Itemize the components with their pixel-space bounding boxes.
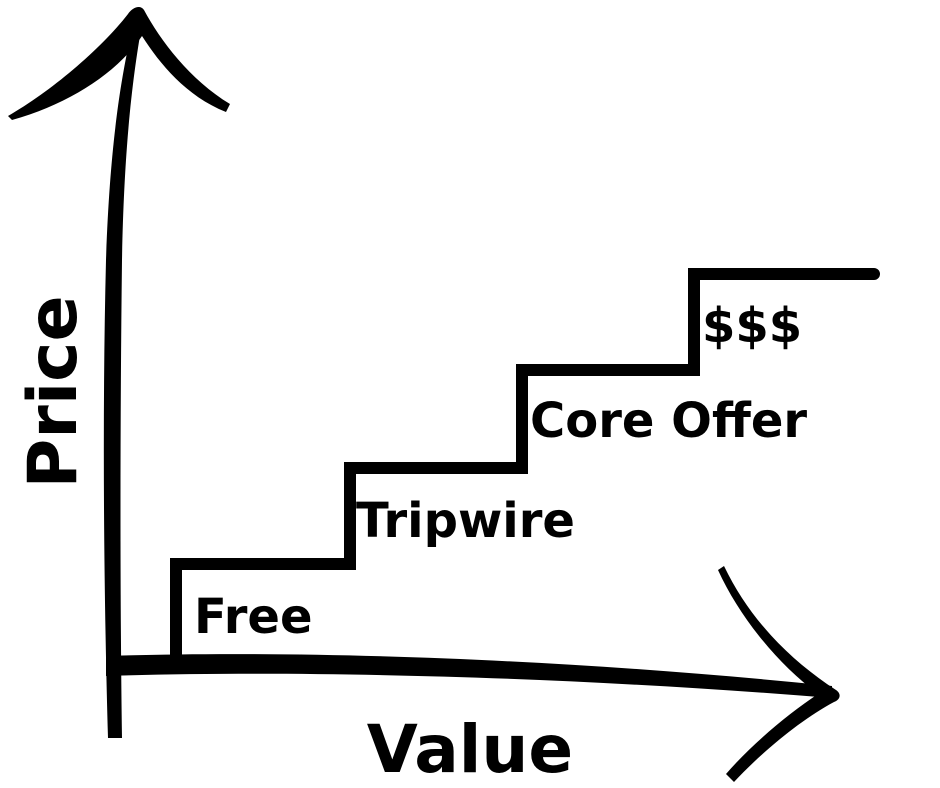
step-label-free: Free	[194, 589, 313, 645]
x-axis-arrowhead	[718, 566, 840, 782]
y-axis-line	[103, 22, 142, 738]
step-label-premium: $$$	[702, 298, 802, 354]
value-ladder-staircase	[170, 268, 880, 664]
y-axis-label: Price	[14, 295, 93, 488]
x-axis-label: Value	[367, 711, 573, 788]
y-axis-arrowhead	[8, 7, 230, 120]
step-label-tripwire: Tripwire	[356, 493, 575, 549]
step-label-core-offer: Core Offer	[530, 393, 807, 449]
x-axis-line	[106, 654, 832, 698]
